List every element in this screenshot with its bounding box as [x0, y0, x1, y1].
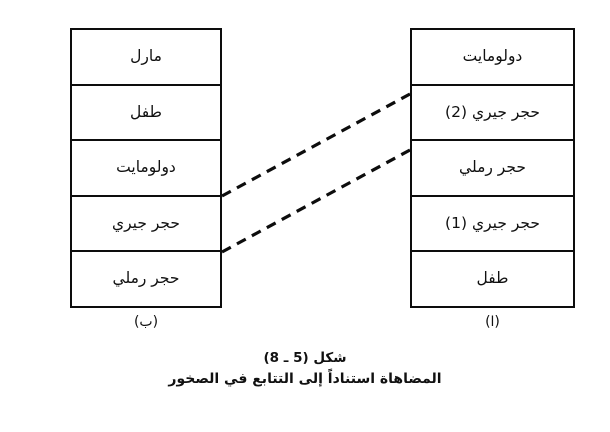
figure-number: شكل (5 ـ 8) [263, 350, 347, 366]
rock-unit-label: حجر جيري (2) [445, 102, 540, 121]
lower-correlation-line [221, 148, 411, 254]
rock-unit: حجر جيري [72, 196, 220, 253]
stratigraphic-column-right: دولومايت حجر جيري (2) حجر رملي حجر جيري … [410, 28, 575, 308]
rock-unit: حجر رملي [72, 252, 220, 306]
figure-title: المضاهاة استناداً إلى التتابع في الصخور [168, 370, 442, 387]
rock-unit: مارل [72, 30, 220, 86]
rock-unit-label: حجر رملي [459, 158, 526, 177]
upper-correlation-line [221, 92, 411, 198]
rock-unit: حجر جيري (2) [412, 85, 573, 142]
column-caption-left: (ب) [133, 314, 159, 330]
rock-unit-label: حجر جيري (1) [445, 213, 540, 232]
rock-unit: حجر جيري (1) [412, 196, 573, 253]
rock-unit: طفل [72, 85, 220, 142]
rock-unit-label: مارل [130, 47, 162, 66]
rock-unit-label: حجر رملي [112, 269, 180, 288]
rock-unit-label: طفل [476, 269, 509, 288]
rock-unit: حجر رملي [412, 141, 573, 197]
rock-unit: طفل [412, 252, 573, 306]
rock-unit-label: دولومايت [462, 47, 523, 66]
stratigraphic-column-left: مارل طفل دولومايت حجر جيري حجر رملي [70, 28, 222, 308]
rock-unit: دولومايت [72, 141, 220, 197]
figure-caption: شكل (5 ـ 8) المضاهاة استناداً إلى التتاب… [0, 348, 610, 391]
rock-unit-label: دولومايت [116, 158, 176, 177]
rock-unit-label: حجر جيري [112, 213, 181, 232]
rock-unit-label: طفل [130, 102, 162, 121]
rock-unit: دولومايت [412, 30, 573, 86]
column-caption-right: (ا) [485, 314, 500, 330]
